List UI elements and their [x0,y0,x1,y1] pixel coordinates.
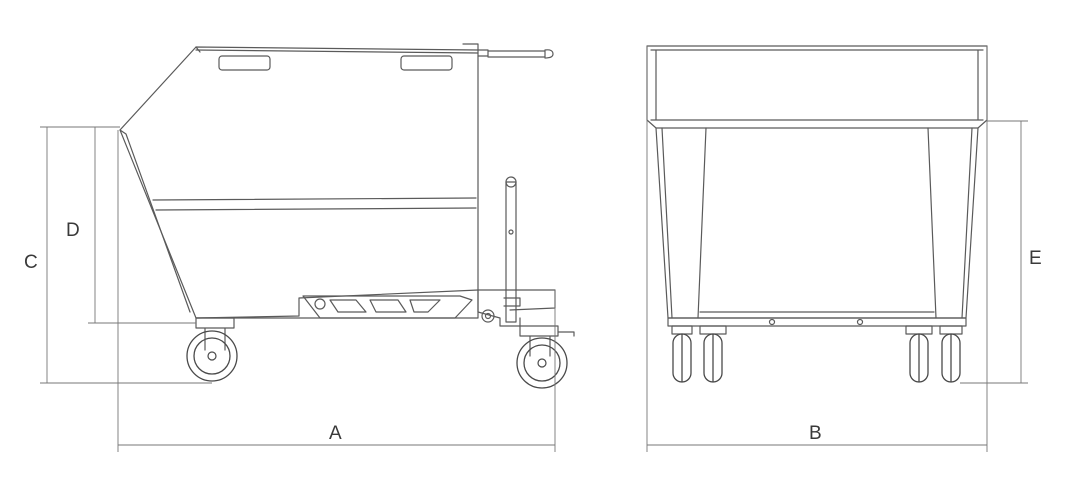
rear-bracket [477,289,521,327]
tipping-linkage [302,295,473,319]
front-caster-1 [671,325,693,383]
dimension-b-label: B [809,423,822,444]
front-caster-2 [699,325,727,383]
dimension-d-label: D [66,220,80,241]
dimension-a-line [117,130,556,452]
top-rim [195,49,479,54]
side-view [119,43,575,389]
rear-caster-fork [519,325,575,357]
front-caster-hub [207,351,217,361]
rear-caster-wheel [516,337,568,389]
linkage-cutout-1 [329,299,367,313]
dimension-d-line [88,126,196,324]
rear-lip [462,43,479,51]
linkage-cutout-2 [369,299,407,313]
front-body-inner-left [697,127,707,319]
release-lever [503,181,521,323]
front-body-inner-right [927,127,937,319]
linkage-cutout-3 [409,299,441,313]
rear-caster-rim [523,344,561,382]
front-view [646,45,988,383]
dimension-c-line [40,126,212,384]
bottom-frame [195,289,556,319]
handle-slot-left [218,55,271,71]
front-caster-rim [193,337,231,375]
front-caster-wheel [186,330,238,382]
front-body-side-right [961,127,973,319]
dimension-b-line [646,46,988,452]
front-rim-inner [650,49,984,121]
front-caster-3 [905,325,933,383]
push-handle [477,49,554,59]
side-view-dimensions: D C A [24,126,556,452]
hopper-body [119,46,479,319]
dimension-a-label: A [329,423,342,444]
front-frame-bolt-2 [856,318,864,326]
dimension-e-label: E [1029,248,1042,269]
linkage-pivot [314,298,326,310]
rear-caster-hub [537,358,547,368]
reinforcement-band [152,197,477,211]
front-top-rim [646,45,988,129]
handle-slot-right [400,55,453,71]
front-frame-bolt-1 [768,318,776,326]
front-caster-4 [939,325,963,383]
front-base-frame [667,311,967,327]
front-view-dimensions: E B [646,46,1042,452]
front-caster-fork [195,317,235,351]
release-lever-pin [508,229,514,235]
front-body-side-left [661,127,673,319]
dimension-c-label: C [24,252,38,273]
dimension-e-line [960,120,1028,384]
release-lever-knob [505,176,517,188]
